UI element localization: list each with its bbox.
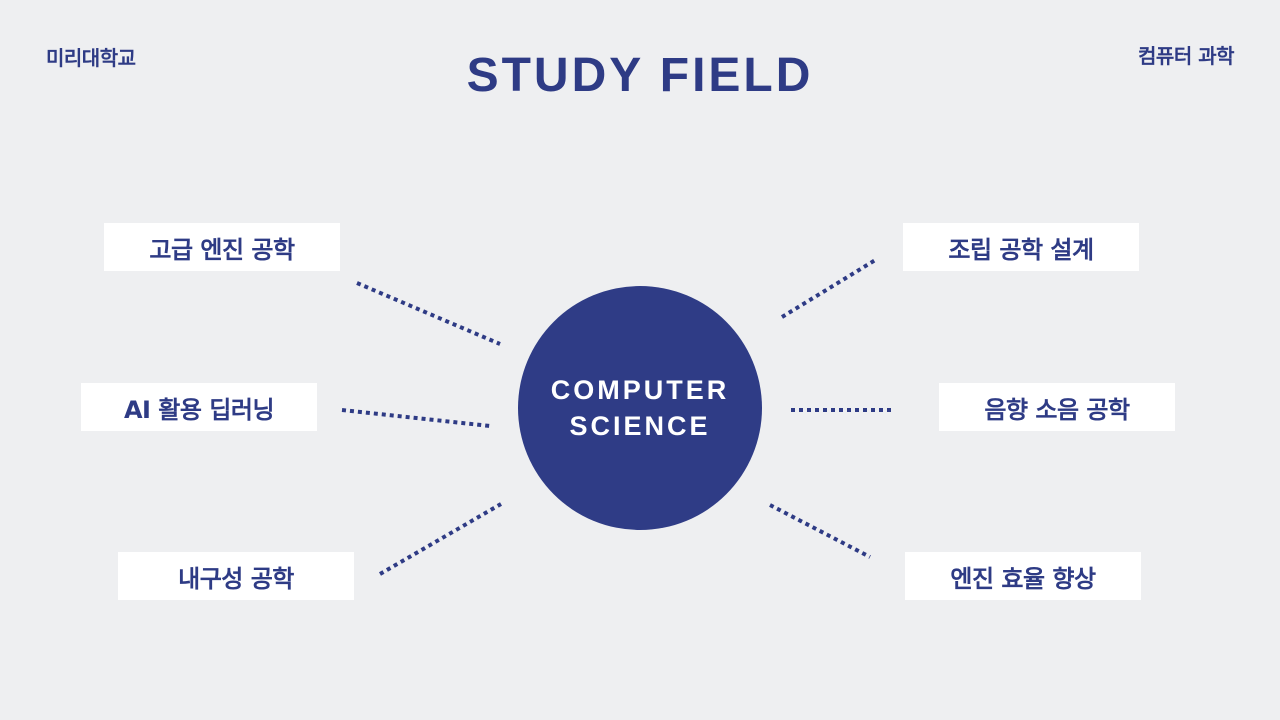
field-box-left-3: 내구성 공학 (118, 552, 354, 600)
connector-bottom-left (378, 502, 503, 576)
field-box-left-1: 고급 엔진 공학 (104, 223, 340, 271)
department-name: 컴퓨터 과학 (1138, 44, 1234, 68)
center-topic-circle: COMPUTER SCIENCE (518, 286, 762, 530)
field-box-right-2: 음향 소음 공학 (939, 383, 1175, 431)
field-box-right-3: 엔진 효율 향상 (905, 552, 1141, 600)
connector-bottom-right (769, 503, 871, 559)
center-topic-line2: SCIENCE (569, 411, 711, 441)
field-box-right-1: 조립 공학 설계 (903, 223, 1139, 271)
connector-mid-left (341, 408, 491, 428)
connector-top-left (356, 281, 501, 346)
field-box-left-2: AI 활용 딥러닝 (81, 383, 317, 431)
page-title: STUDY FIELD (466, 49, 814, 102)
university-name: 미리대학교 (46, 46, 136, 70)
center-topic-line1: COMPUTER (550, 375, 730, 405)
connector-top-right (780, 257, 879, 319)
